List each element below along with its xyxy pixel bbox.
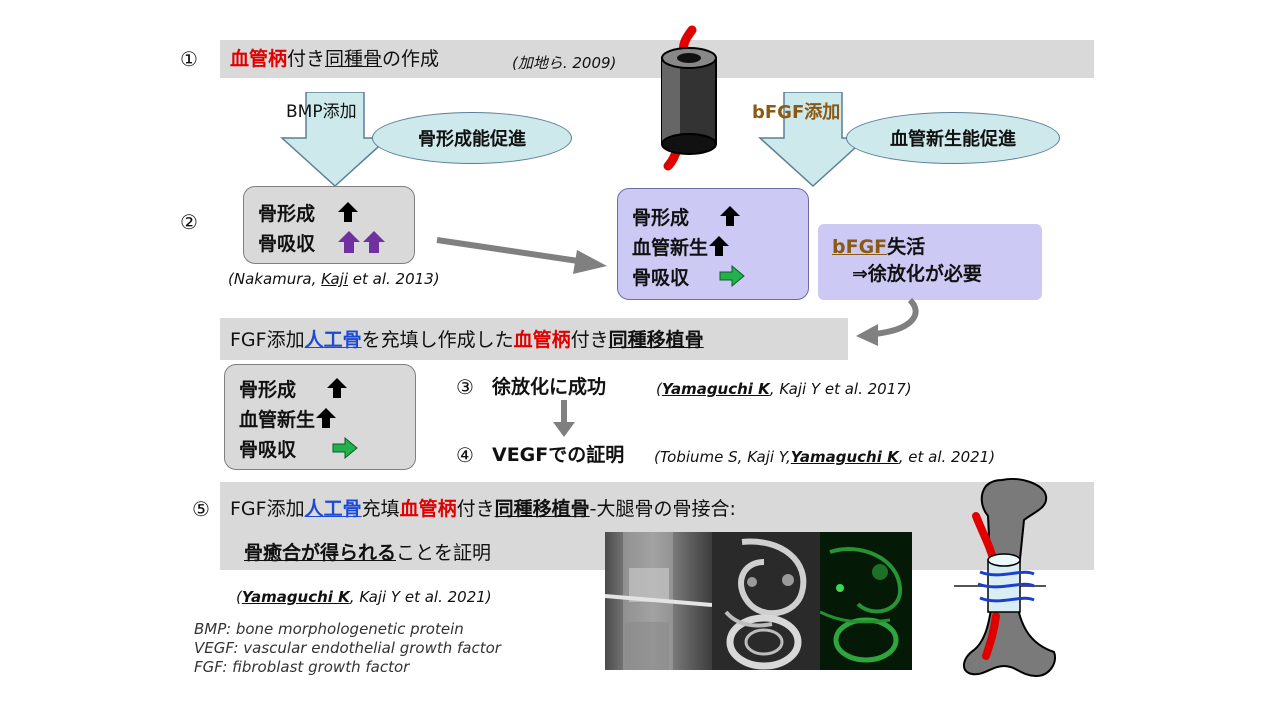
step5-underline-text: 同種移植骨 bbox=[494, 498, 590, 520]
right-arrow-icon bbox=[332, 437, 358, 459]
banner-underline-text: 同種移植骨 bbox=[608, 329, 704, 351]
graft-cylinder-illustration bbox=[661, 25, 717, 171]
step3-citation: (Yamaguchi K, Kaji Y et al. 2017) bbox=[656, 380, 912, 398]
bfgf-down-arrow bbox=[758, 92, 868, 188]
abbr-vegf: VEGF: vascular endothelial growth factor bbox=[194, 639, 501, 657]
right-box-row-angiogenesis: 血管新生 bbox=[632, 231, 794, 261]
abbr-bmp: BMP: bone morphologenetic protein bbox=[194, 620, 464, 638]
right-arrow-icon bbox=[719, 265, 745, 287]
result-row-bone-formation: 骨形成 bbox=[239, 373, 401, 403]
banner-title: FGF添加人工骨を充填し作成した血管柄付き同種移植骨 bbox=[230, 331, 704, 350]
step1-red-text: 血管柄 bbox=[230, 48, 288, 70]
step2-citation: (Nakamura, Kaji et al. 2013) bbox=[228, 270, 440, 288]
step5-number: ⑤ bbox=[192, 497, 210, 521]
right-box-row-bone-formation: 骨形成 bbox=[632, 201, 794, 231]
step5-title: FGF添加人工骨充填血管柄付き同種移植骨-大腿骨の骨接合: bbox=[230, 500, 736, 519]
step1-citation: (加地ら. 2009) bbox=[512, 54, 617, 72]
step4-citation: (Tobiume S, Kaji Y,Yamaguchi K, et al. 2… bbox=[654, 448, 995, 466]
step5-text-d: -大腿骨の骨接合: bbox=[589, 498, 736, 520]
step5-line2-rest: ことを証明 bbox=[396, 542, 492, 564]
left-box-label-1: 骨形成 bbox=[258, 202, 316, 225]
step4-cite-ul: Yamaguchi K bbox=[790, 448, 899, 466]
bfgf-note-box: bFGF失活 ⇒徐放化が必要 bbox=[818, 224, 1042, 300]
xray-image bbox=[605, 532, 712, 670]
up-arrow-icon bbox=[720, 206, 741, 226]
fluorescence-image bbox=[820, 532, 912, 670]
bfgf-label: bFGF添加 bbox=[752, 102, 841, 123]
banner-red-text: 血管柄 bbox=[513, 329, 571, 351]
right-box-label-1: 骨形成 bbox=[632, 206, 690, 229]
step1-number: ① bbox=[180, 47, 198, 71]
step5-text-b: 充填 bbox=[361, 498, 400, 520]
result-label-2: 血管新生 bbox=[239, 408, 316, 431]
step5-cite-pre: ( bbox=[236, 588, 242, 606]
ellipse-angiogenesis: 血管新生能促進 bbox=[846, 112, 1060, 164]
up-arrow-icon bbox=[338, 202, 359, 222]
right-box-row-bone-resorption: 骨吸収 bbox=[632, 261, 794, 291]
bmp-label: BMP添加 bbox=[286, 102, 357, 122]
step5-text-c: 付き bbox=[456, 498, 495, 520]
result-row-bone-resorption: 骨吸収 bbox=[239, 433, 401, 463]
left-box-label-2: 骨吸収 bbox=[258, 232, 316, 255]
abbr-fgf: FGF: fibroblast growth factor bbox=[194, 658, 410, 676]
step5-blue-text: 人工骨 bbox=[304, 498, 362, 520]
step3-cite-post: , Kaji Y et al. 2017) bbox=[769, 380, 912, 398]
step5-cite-post: , Kaji Y et al. 2021) bbox=[349, 588, 492, 606]
result-box: 骨形成 血管新生 骨吸収 bbox=[224, 364, 416, 470]
step2-cite-pre: (Nakamura, bbox=[228, 270, 322, 288]
step4-number: ④ bbox=[456, 443, 474, 467]
right-box-label-2: 血管新生 bbox=[632, 236, 709, 259]
step5-text-a: FGF添加 bbox=[230, 498, 305, 520]
step1-bar bbox=[220, 40, 1094, 78]
bfgf-note-ul: bFGF bbox=[832, 236, 888, 258]
up-arrow-icon bbox=[709, 236, 730, 256]
up-arrow-icon bbox=[316, 408, 337, 428]
step3-cite-pre: ( bbox=[656, 380, 662, 398]
abbreviations: BMP: bone morphologenetic protein VEGF: … bbox=[194, 620, 501, 677]
step4-cite-post: , et al. 2021) bbox=[898, 448, 996, 466]
step4-cite-pre: (Tobiume S, Kaji Y, bbox=[654, 448, 791, 466]
step1-text-b: の作成 bbox=[382, 48, 440, 70]
step5-line2: 骨癒合が得られることを証明 bbox=[244, 544, 491, 563]
step3-number: ③ bbox=[456, 375, 474, 399]
bmp-down-arrow bbox=[280, 92, 390, 188]
left-box-row-bone-formation: 骨形成 bbox=[258, 197, 400, 227]
right-box-label-3: 骨吸収 bbox=[632, 266, 690, 289]
femur-illustration bbox=[954, 478, 1056, 678]
step2-cite-ul: Kaji bbox=[321, 270, 349, 288]
step2-cite-post: et al. 2013) bbox=[348, 270, 440, 288]
banner-text-c: 付き bbox=[570, 329, 609, 351]
step3-text: 徐放化に成功 bbox=[492, 376, 607, 398]
step4-text: VEGFでの証明 bbox=[492, 444, 625, 466]
result-row-angiogenesis: 血管新生 bbox=[239, 403, 401, 433]
curved-return-arrow bbox=[856, 297, 919, 346]
step1-text-a: 付き bbox=[287, 48, 326, 70]
bfgf-note-rest: 失活 bbox=[887, 236, 926, 258]
step3-cite-ul: Yamaguchi K bbox=[661, 380, 770, 398]
result-label-1: 骨形成 bbox=[239, 378, 297, 401]
step5-citation: (Yamaguchi K, Kaji Y et al. 2021) bbox=[236, 588, 492, 606]
step1-underline-text: 同種骨 bbox=[325, 48, 383, 70]
left-box-row-bone-resorption: 骨吸収 bbox=[258, 227, 400, 257]
step2-right-box: 骨形成 血管新生 骨吸収 bbox=[617, 188, 809, 300]
double-up-arrow-icon bbox=[338, 231, 386, 253]
ellipse-bone-formation: 骨形成能促進 bbox=[372, 112, 572, 164]
step5-red-text: 血管柄 bbox=[399, 498, 457, 520]
bfgf-note-line1: bFGF失活 bbox=[832, 238, 1028, 257]
step2-right-arrow bbox=[436, 237, 607, 274]
banner-bar bbox=[220, 318, 848, 360]
step1-title: 血管柄付き同種骨の作成 bbox=[230, 50, 439, 69]
step5-cite-ul: Yamaguchi K bbox=[241, 588, 350, 606]
banner-blue-text: 人工骨 bbox=[304, 329, 362, 351]
bfgf-note-line2: ⇒徐放化が必要 bbox=[852, 263, 982, 285]
micro-ct-image bbox=[712, 532, 820, 670]
step2-number: ② bbox=[180, 210, 198, 234]
result-label-3: 骨吸収 bbox=[239, 438, 297, 461]
step2-left-box: 骨形成 骨吸収 bbox=[243, 186, 415, 264]
up-arrow-icon bbox=[327, 378, 348, 398]
banner-text-a: FGF添加 bbox=[230, 329, 305, 351]
step3-down-arrow bbox=[553, 400, 575, 437]
step5-line2-ul: 骨癒合が得られる bbox=[244, 542, 397, 564]
banner-text-b: を充填し作成した bbox=[361, 329, 514, 351]
